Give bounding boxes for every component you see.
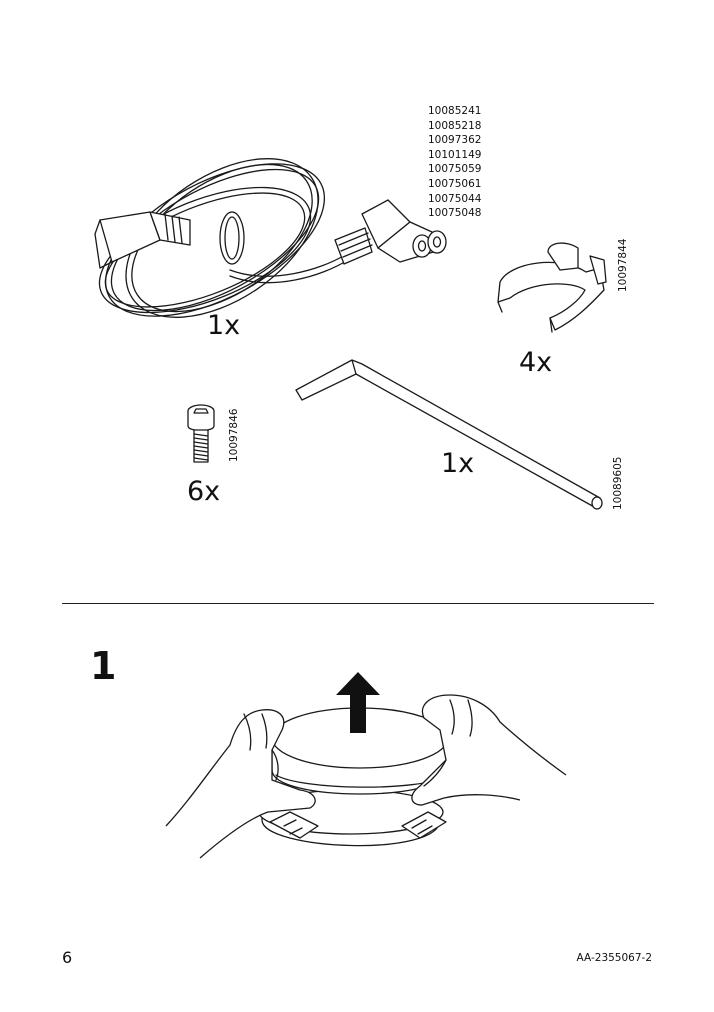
mounting-tab-right: [401, 811, 447, 839]
right-hand: [411, 694, 567, 806]
allen-key-quantity: 1x: [441, 448, 475, 479]
section-divider: [62, 603, 654, 604]
part-code: 10101149: [428, 148, 482, 161]
clip-quantity: 4x: [519, 347, 553, 378]
lift-arrow-icon: [336, 672, 380, 733]
mounting-tab-left: [269, 811, 319, 839]
cable-part-codes: 10085241 10085218 10097362 10101149 1007…: [428, 104, 481, 221]
cable-connector-right: [334, 199, 447, 265]
step-number: 1: [90, 644, 117, 688]
page-number: 6: [62, 948, 73, 967]
cable-coil: [98, 158, 326, 318]
part-code: 10097362: [428, 134, 482, 147]
part-code: 10085241: [428, 105, 482, 117]
cable-quantity: 1x: [207, 310, 241, 341]
part-code: 10075048: [428, 207, 482, 220]
part-code: 10075061: [428, 177, 482, 190]
part-code: 10075059: [428, 163, 482, 176]
part-code: 10075044: [428, 192, 482, 205]
cable-plug-left: [94, 211, 191, 269]
document-id: AA-2355067-2: [576, 952, 652, 964]
part-code: 10085218: [428, 119, 482, 132]
screw-quantity: 6x: [187, 476, 221, 507]
left-hand: [165, 709, 316, 859]
